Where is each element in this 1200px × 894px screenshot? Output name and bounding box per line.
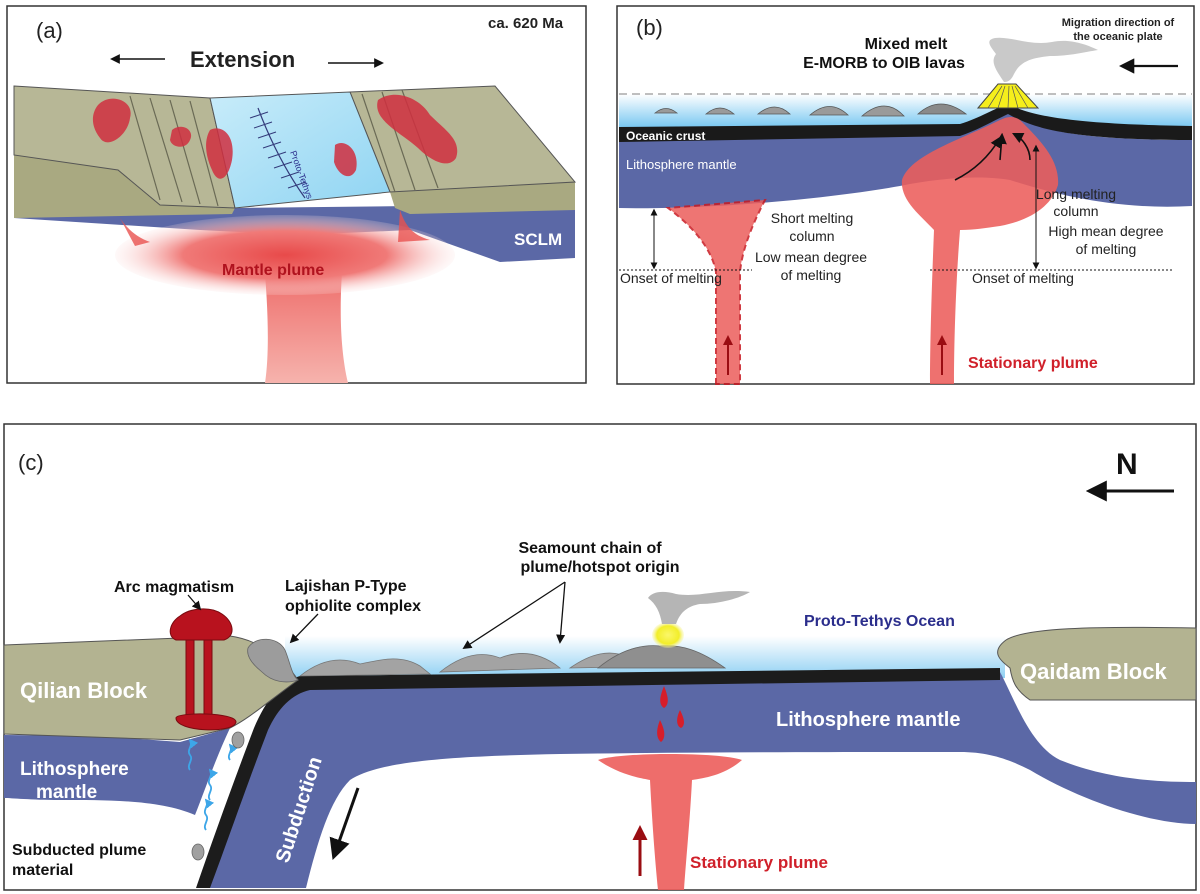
stationary-plume-b bbox=[901, 117, 1059, 384]
panel-c: (c) N Seamount chain of plume/hotspot or… bbox=[3, 423, 1197, 891]
short-melting-line2: column bbox=[789, 228, 834, 244]
mixed-melt-line2: E-MORB to OIB lavas bbox=[803, 55, 965, 72]
lithosphere-left-line1: Lithosphere bbox=[20, 759, 129, 780]
lithosphere-left-line2: mantle bbox=[36, 782, 97, 803]
onset-label-right: Onset of melting bbox=[972, 270, 1074, 286]
stationary-plume-label-b: Stationary plume bbox=[968, 355, 1098, 372]
age-label: ca. 620 Ma bbox=[488, 15, 564, 32]
fluid-arrows bbox=[187, 738, 239, 831]
seamount-chain-c bbox=[298, 652, 681, 677]
ophiolite-complex bbox=[247, 638, 299, 683]
panel-c-label: (c) bbox=[18, 450, 44, 475]
sclm-label: SCLM bbox=[514, 230, 562, 249]
qaidam-block bbox=[997, 626, 1197, 701]
seamount-chain-line1: Seamount chain of bbox=[518, 540, 662, 557]
subducted-plume-line2: material bbox=[12, 862, 73, 879]
migration-label-line1: Migration direction of bbox=[1062, 17, 1175, 29]
low-mean-line1: Low mean degree bbox=[755, 249, 867, 265]
crust-face-left bbox=[14, 155, 235, 218]
arc-magmatism bbox=[169, 608, 237, 731]
qilian-block-label: Qilian Block bbox=[20, 678, 148, 703]
plume-head-a bbox=[115, 215, 455, 295]
eruption-glow bbox=[652, 622, 684, 648]
high-mean-line2: of melting bbox=[1076, 241, 1137, 257]
onset-label-left: Onset of melting bbox=[620, 270, 722, 286]
plume-droplets bbox=[657, 686, 684, 742]
subducted-plume-material bbox=[191, 731, 245, 861]
panel-a: Proto-Tethys (a) ca. 620 Ma Extension SC… bbox=[6, 5, 587, 384]
ash-plume-c bbox=[648, 591, 750, 624]
subduction-arrow bbox=[329, 787, 360, 860]
arc-magmatism-label: Arc magmatism bbox=[114, 579, 234, 596]
seamount-series-b bbox=[653, 103, 968, 117]
leader-lines bbox=[187, 581, 566, 649]
stationary-plume-label-c: Stationary plume bbox=[690, 853, 828, 872]
panel-b-label: (b) bbox=[636, 15, 663, 40]
long-melting-line2: column bbox=[1053, 203, 1098, 219]
oceanic-crust-label: Oceanic crust bbox=[626, 129, 705, 143]
qaidam-block-label: Qaidam Block bbox=[1020, 659, 1167, 684]
seamount-ribs-b bbox=[987, 85, 1029, 109]
short-melting-line1: Short melting bbox=[771, 210, 853, 226]
low-mean-line2: of melting bbox=[781, 267, 842, 283]
migration-label-line2: the oceanic plate bbox=[1073, 31, 1162, 43]
mixed-melt-line1: Mixed melt bbox=[865, 36, 948, 53]
seamount-chain-line2: plume/hotspot origin bbox=[520, 559, 679, 576]
plume-fringe-right bbox=[398, 210, 430, 242]
extension-label: Extension bbox=[190, 47, 295, 72]
past-plume-b bbox=[665, 198, 767, 385]
high-mean-line1: High mean degree bbox=[1048, 223, 1163, 239]
magma-blobs bbox=[92, 94, 458, 179]
subducted-plume-line1: Subducted plume bbox=[12, 842, 146, 859]
mantle-plume-label: Mantle plume bbox=[222, 262, 324, 279]
panel-b: (b) Migration direction of the oceanic p… bbox=[616, 5, 1195, 385]
proto-tethys-ocean-label: Proto-Tethys Ocean bbox=[804, 613, 955, 630]
oceanic-crust-b bbox=[619, 104, 1192, 142]
lithosphere-mantle-right-label: Lithosphere mantle bbox=[776, 709, 960, 731]
lajishan-line2: ophiolite complex bbox=[285, 598, 421, 615]
melt-flow-arrows bbox=[954, 132, 1031, 181]
ash-plume-b bbox=[989, 37, 1098, 82]
stationary-plume-c bbox=[598, 754, 742, 890]
lajishan-line1: Lajishan P-Type bbox=[285, 578, 407, 595]
north-label: N bbox=[1116, 448, 1138, 481]
lithosphere-mantle-c bbox=[208, 672, 1196, 888]
long-melting-line1: Long melting bbox=[1036, 186, 1116, 202]
ridge-ticks bbox=[249, 111, 307, 189]
lithosphere-mantle-qilian bbox=[4, 728, 230, 815]
lithosphere-mantle-label-b: Lithosphere mantle bbox=[626, 157, 737, 172]
panel-a-label: (a) bbox=[36, 18, 63, 43]
plume-fringe-left bbox=[120, 218, 150, 246]
